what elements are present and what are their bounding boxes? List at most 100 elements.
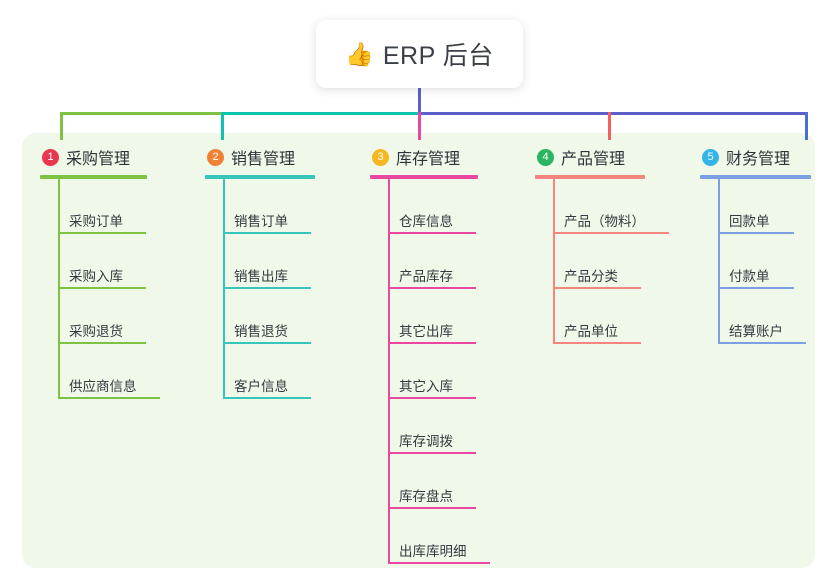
leaf-item-rule xyxy=(225,232,311,234)
leaf-item[interactable]: 产品单位 xyxy=(555,289,710,344)
bus-segment-left xyxy=(60,112,222,115)
branch-column-3: 3 库存管理 仓库信息产品库存其它出库其它入库库存调拨库存盘点出库库明细 xyxy=(370,146,530,564)
branch-column-5: 5 财务管理 回款单付款单结算账户 xyxy=(700,146,839,344)
leaf-item-label: 回款单 xyxy=(729,213,770,229)
branch-header-rule-3 xyxy=(370,175,478,179)
branch-spine-5 xyxy=(718,179,720,344)
leaf-item-label: 库存盘点 xyxy=(399,488,453,504)
leaf-item[interactable]: 付款单 xyxy=(720,234,839,289)
branch-items-5: 回款单付款单结算账户 xyxy=(700,179,839,344)
drop-stub-2 xyxy=(221,112,224,140)
leaf-item[interactable]: 采购退货 xyxy=(60,289,200,344)
leaf-item[interactable]: 其它出库 xyxy=(390,289,530,344)
leaf-item-rule xyxy=(225,397,311,399)
leaf-item-rule xyxy=(225,342,311,344)
leaf-item-rule xyxy=(555,342,641,344)
leaf-item-rule xyxy=(60,397,160,399)
leaf-item[interactable]: 仓库信息 xyxy=(390,179,530,234)
leaf-item[interactable]: 库存盘点 xyxy=(390,454,530,509)
branch-column-4: 4 产品管理 产品（物料） 产品分类产品单位 xyxy=(535,146,710,344)
trunk-connector xyxy=(418,88,421,114)
leaf-item[interactable]: 结算账户 xyxy=(720,289,839,344)
leaf-item-rule xyxy=(390,232,476,234)
leaf-item-label: 库存调拨 xyxy=(399,433,453,449)
branch-badge-4: 4 xyxy=(537,148,554,166)
leaf-item[interactable]: 销售出库 xyxy=(225,234,360,289)
leaf-item[interactable]: 供应商信息 xyxy=(60,344,200,399)
branch-header-rule-5 xyxy=(700,175,811,179)
leaf-item[interactable]: 采购订单 xyxy=(60,179,200,234)
diagram-panel xyxy=(22,133,815,568)
root-node-title: ERP 后台 xyxy=(382,42,494,70)
leaf-item[interactable]: 产品（物料） xyxy=(555,179,710,234)
branch-spine-3 xyxy=(388,179,390,564)
leaf-item-label: 采购退货 xyxy=(69,323,123,339)
leaf-item-rule xyxy=(60,342,146,344)
root-node-card[interactable]: 👍 ERP 后台 xyxy=(316,20,523,88)
branch-header-3[interactable]: 3 库存管理 xyxy=(370,146,530,168)
leaf-item-rule xyxy=(555,232,669,234)
thumbs-up-icon: 👍 xyxy=(345,40,374,67)
leaf-item-label: 付款单 xyxy=(729,268,770,284)
leaf-item-rule xyxy=(390,397,476,399)
leaf-item-label: 客户信息 xyxy=(234,378,288,394)
leaf-item-label: 产品库存 xyxy=(399,268,453,284)
leaf-item-label: 产品（物料） xyxy=(564,213,645,229)
leaf-item-rule xyxy=(720,232,794,234)
branch-badge-3: 3 xyxy=(372,148,389,166)
branch-items-4: 产品（物料） 产品分类产品单位 xyxy=(535,179,710,344)
leaf-item[interactable]: 库存调拨 xyxy=(390,399,530,454)
leaf-item-rule xyxy=(390,452,476,454)
branch-title-3: 库存管理 xyxy=(396,151,461,168)
branch-title-2: 销售管理 xyxy=(231,151,296,168)
leaf-item[interactable]: 产品库存 xyxy=(390,234,530,289)
branch-title-5: 财务管理 xyxy=(726,151,791,168)
leaf-item-rule xyxy=(555,287,641,289)
leaf-item-label: 销售退货 xyxy=(234,323,288,339)
leaf-item[interactable]: 产品分类 xyxy=(555,234,710,289)
branch-header-rule-2 xyxy=(205,175,315,179)
branch-spine-1 xyxy=(58,179,60,399)
leaf-item-rule xyxy=(225,287,311,289)
leaf-item-rule xyxy=(390,287,476,289)
drop-stub-3 xyxy=(418,112,421,140)
branch-items-2: 销售订单销售出库销售退货客户信息 xyxy=(205,179,360,399)
leaf-item-label: 采购订单 xyxy=(69,213,123,229)
branch-items-1: 采购订单采购入库采购退货供应商信息 xyxy=(40,179,200,399)
leaf-item-rule xyxy=(60,232,146,234)
branch-title-1: 采购管理 xyxy=(66,151,131,168)
branch-header-2[interactable]: 2 销售管理 xyxy=(205,146,360,168)
leaf-item-label: 结算账户 xyxy=(729,323,783,339)
branch-header-rule-4 xyxy=(535,175,645,179)
branch-header-1[interactable]: 1 采购管理 xyxy=(40,146,200,168)
leaf-item-rule xyxy=(390,562,490,564)
branch-badge-2: 2 xyxy=(207,148,224,166)
leaf-item[interactable]: 回款单 xyxy=(720,179,839,234)
leaf-item[interactable]: 出库库明细 xyxy=(390,509,530,564)
branch-header-4[interactable]: 4 产品管理 xyxy=(535,146,710,168)
leaf-item[interactable]: 销售退货 xyxy=(225,289,360,344)
drop-stub-1 xyxy=(60,112,63,140)
leaf-item[interactable]: 销售订单 xyxy=(225,179,360,234)
leaf-item-label: 销售出库 xyxy=(234,268,288,284)
leaf-item[interactable]: 其它入库 xyxy=(390,344,530,399)
leaf-item-label: 产品单位 xyxy=(564,323,618,339)
leaf-item-label: 销售订单 xyxy=(234,213,288,229)
leaf-item[interactable]: 采购入库 xyxy=(60,234,200,289)
leaf-item[interactable]: 客户信息 xyxy=(225,344,360,399)
leaf-item-rule xyxy=(720,342,806,344)
branch-column-2: 2 销售管理 销售订单销售出库销售退货客户信息 xyxy=(205,146,360,399)
leaf-item-label: 产品分类 xyxy=(564,268,618,284)
branch-badge-5: 5 xyxy=(702,148,719,166)
branch-header-5[interactable]: 5 财务管理 xyxy=(700,146,839,168)
leaf-item-label: 其它入库 xyxy=(399,378,453,394)
leaf-item-label: 采购入库 xyxy=(69,268,123,284)
branch-badge-1: 1 xyxy=(42,148,59,166)
leaf-item-label: 供应商信息 xyxy=(69,378,137,394)
branch-title-4: 产品管理 xyxy=(561,151,626,168)
branch-column-1: 1 采购管理 采购订单采购入库采购退货供应商信息 xyxy=(40,146,200,399)
leaf-item-rule xyxy=(60,287,146,289)
leaf-item-rule xyxy=(390,507,476,509)
leaf-item-rule xyxy=(720,287,794,289)
bus-segment-middle xyxy=(221,112,419,115)
